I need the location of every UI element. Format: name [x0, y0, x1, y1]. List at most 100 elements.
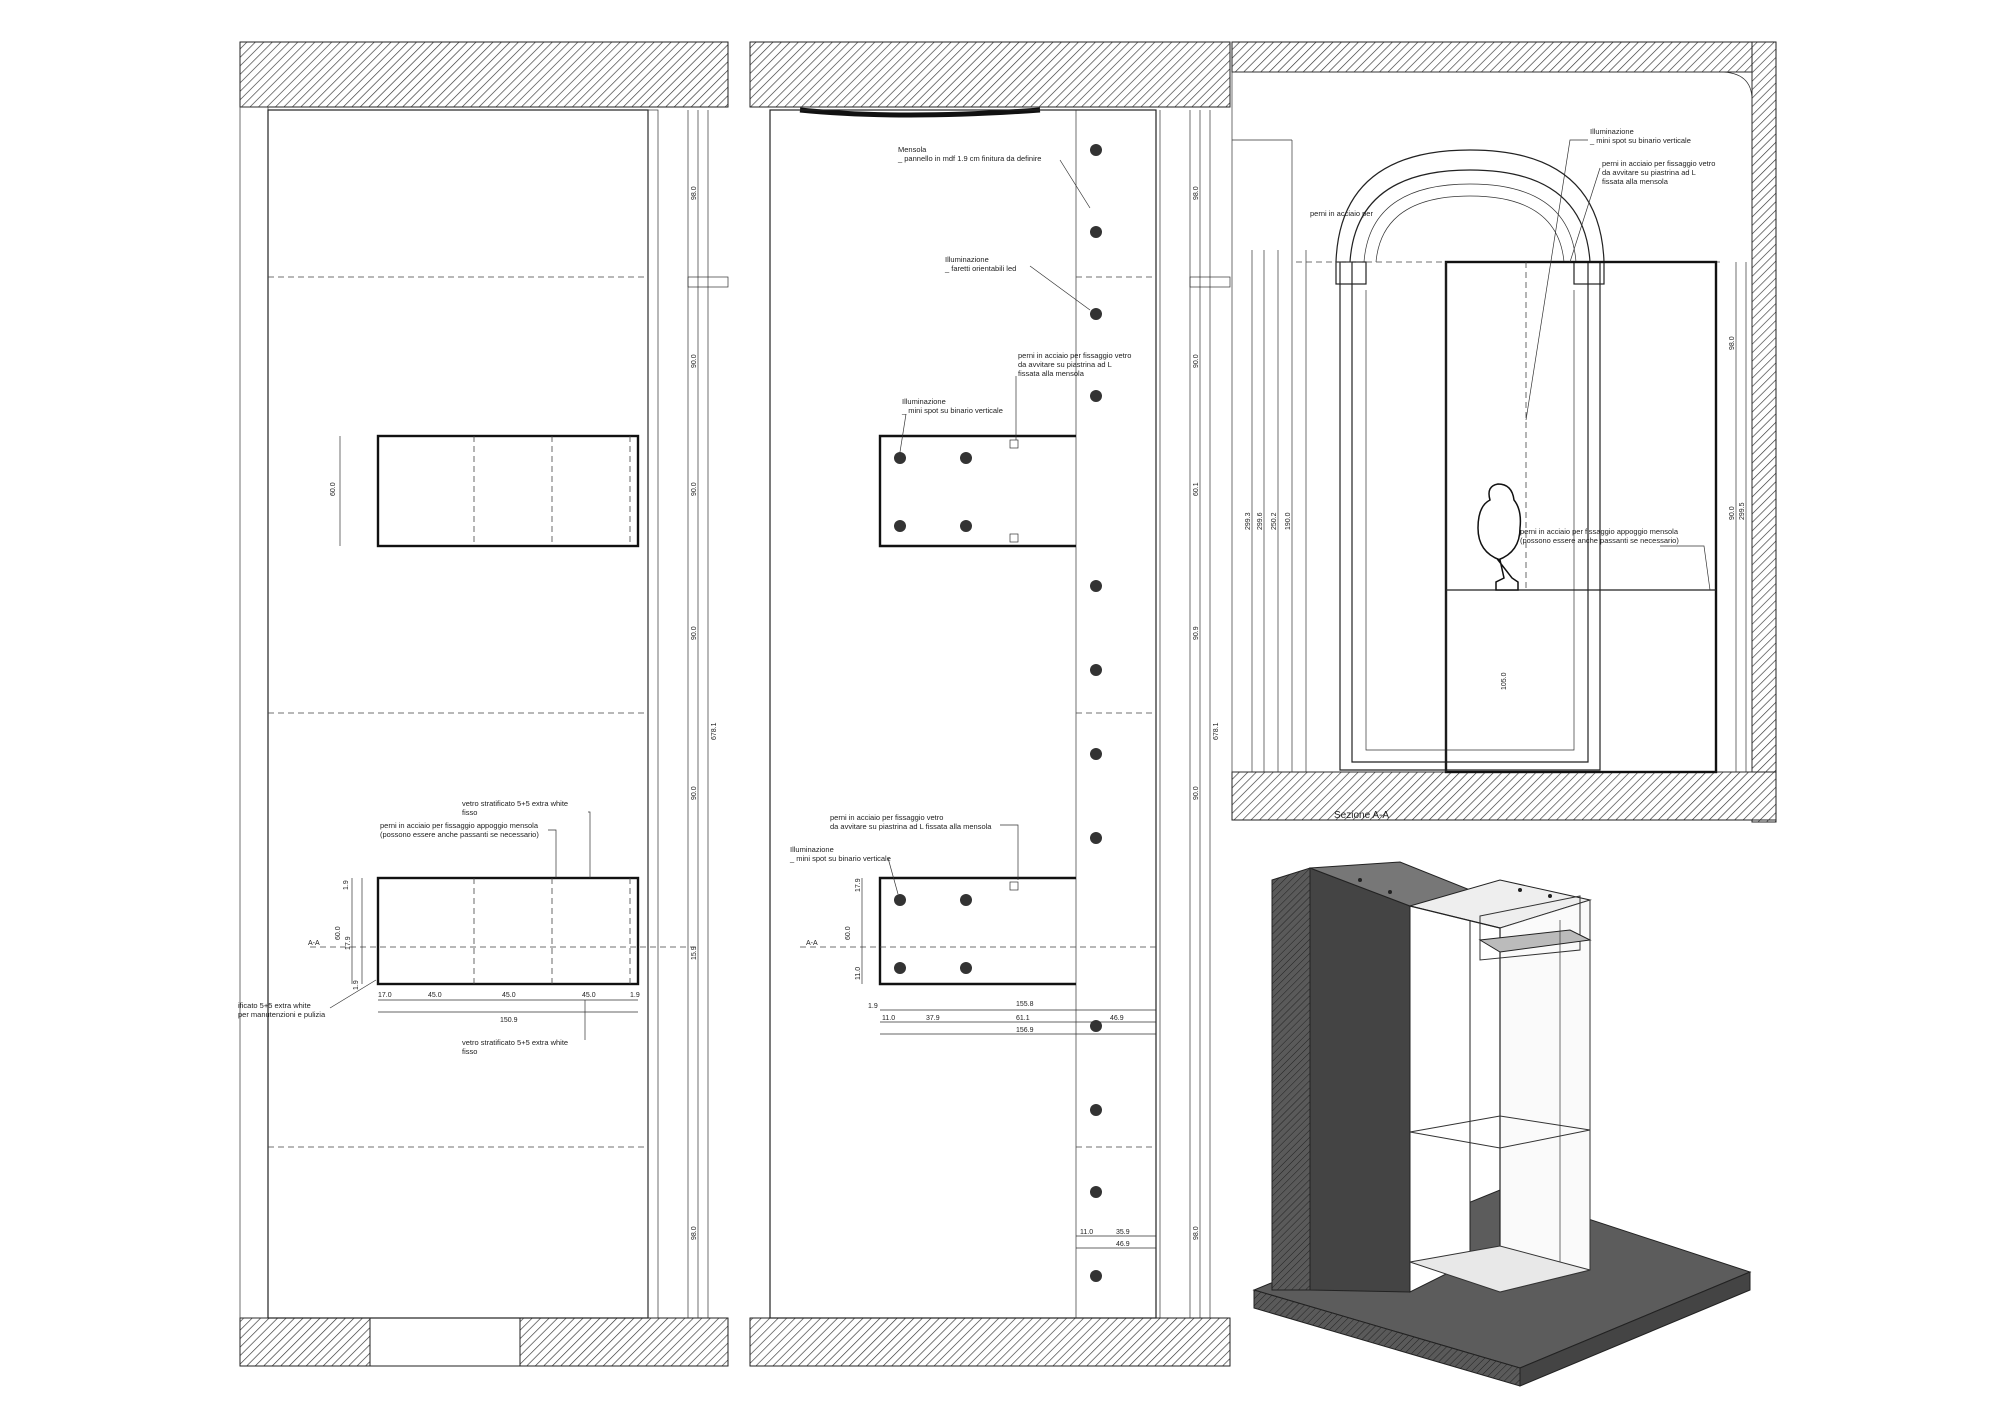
- dim-b-b: 35.9: [1116, 1229, 1130, 1236]
- note-glass-top-l1: vetro stratificato 5+5 extra white: [462, 799, 568, 808]
- note-pins-top-l3: fissata alla mensola: [1018, 369, 1085, 378]
- dim-b-c: 46.9: [1116, 1241, 1130, 1248]
- dim-r2: 90.0: [1729, 506, 1736, 520]
- note-pins-l-l3: fissata alla mensola: [1602, 177, 1669, 186]
- note-glass-bottom-l1: vetro stratificato 5+5 extra white: [462, 1038, 568, 1047]
- dim-bottom-seg: 98.0: [691, 1226, 698, 1240]
- dim-w4: 45.0: [582, 992, 596, 999]
- note-pins-bottom-l1: perni in acciaio per fissaggio vetro: [830, 813, 943, 822]
- note-glass-top-l2: fisso: [462, 808, 477, 817]
- spot-icon: [894, 452, 906, 464]
- dim-w-small: 1.9: [868, 1003, 878, 1010]
- dim-w156: 156.9: [1016, 1027, 1034, 1034]
- arched-niche: [1335, 149, 1605, 771]
- dim-w3: 45.0: [502, 992, 516, 999]
- dim-box-height-upper: 60.0: [330, 482, 337, 496]
- spot-icon: [1090, 748, 1102, 760]
- section-mark-left: A-A: [308, 940, 320, 947]
- dim-top-seg: 98.0: [1193, 186, 1200, 200]
- spot-icon: [1090, 1186, 1102, 1198]
- dim-w-a: 11.0: [882, 1015, 895, 1022]
- dim-h1: 299.3: [1245, 512, 1252, 530]
- dim-side: 15.9: [691, 946, 698, 960]
- spot-icon: [894, 520, 906, 532]
- dim-box-a: 17.9: [855, 878, 862, 892]
- dim-r1: 98.0: [1729, 336, 1736, 350]
- wall-edge: [1271, 867, 1311, 1291]
- note-shelf-l1: Mensola: [898, 145, 927, 154]
- door-opening: [369, 1317, 521, 1367]
- ceiling-slab: [1231, 41, 1777, 73]
- dim-w1: 17.0: [378, 992, 392, 999]
- note-light-spot-bottom-l2: _ mini spot su binario verticale: [789, 854, 891, 863]
- note-pins-shelf-l1: perni in acciaio per fissaggio appoggio …: [1520, 527, 1679, 536]
- spot-icon: [960, 894, 972, 906]
- dim-h4: 190.0: [1285, 512, 1292, 530]
- glass-box-3d: [1408, 879, 1592, 1293]
- spot-icon: [1090, 664, 1102, 676]
- spot-icon: [894, 894, 906, 906]
- spot-icon: [1090, 1104, 1102, 1116]
- dim-w155: 155.8: [1016, 1001, 1034, 1008]
- dim-bottom-seg: 98.0: [1193, 1226, 1200, 1240]
- dim-b-a: 11.0: [1080, 1229, 1093, 1236]
- dim-r3: 299.5: [1739, 502, 1746, 520]
- spot-icon: [1090, 308, 1102, 320]
- note-light-l1: Illuminazione: [1590, 127, 1634, 136]
- spot-icon: [1090, 390, 1102, 402]
- floor-slab: [749, 1317, 1231, 1367]
- dim-box-height: 60.0: [335, 926, 342, 940]
- spot-icon: [1090, 1020, 1102, 1032]
- lower-display-box: [376, 876, 640, 986]
- note-light-led: Illuminazione_ faretti orientabili led: [944, 255, 1016, 273]
- dim-shelf-b: 17.9: [345, 936, 352, 950]
- dim-seg2: 90.0: [691, 354, 698, 368]
- dim-total-height: 678.1: [1213, 722, 1220, 740]
- note-light-led-l1: Illuminazione: [945, 255, 989, 264]
- note-shelf-l2: _ pannello in mdf 1.9 cm finitura da def…: [897, 154, 1041, 163]
- spot-icon: [960, 962, 972, 974]
- note-pins: perni in acciaio per fissaggio appoggio …: [380, 821, 539, 839]
- spot-icon: [894, 962, 906, 974]
- section-mark-middle: A-A: [806, 940, 818, 947]
- wall-panel: [267, 109, 649, 1319]
- dim-w-c: 61.1: [1016, 1015, 1030, 1022]
- bust-silhouette: [1477, 483, 1522, 591]
- dim-total-height: 678.1: [711, 722, 718, 740]
- spot-icon: [960, 452, 972, 464]
- note-pins-bottom-l2: da avvitare su piastrina ad L fissata al…: [830, 822, 992, 831]
- note-light-spot-bottom: Illuminazione_ mini spot su binario vert…: [789, 845, 891, 863]
- dim-shelf-a: 1.9: [343, 880, 350, 890]
- note-light-spot-bottom-l1: Illuminazione: [790, 845, 834, 854]
- dim-seg2: 90.0: [1193, 354, 1200, 368]
- upper-shelf-outline: [878, 434, 1076, 548]
- spot-lights: [894, 144, 1102, 1282]
- note-light-spot-top-l1: Illuminazione: [902, 397, 946, 406]
- right-wall: [1751, 41, 1777, 823]
- axonometric-view: [1252, 861, 1752, 1387]
- dim-seg4: 90.9: [1193, 626, 1200, 640]
- upper-display-box: [376, 434, 640, 548]
- floor-slab: [1231, 771, 1777, 821]
- note-shelf: Mensola_ pannello in mdf 1.9 cm finitura…: [897, 145, 1041, 163]
- note-pins-left: perni in acciaio per: [1310, 209, 1373, 218]
- dim-seg5: 90.0: [691, 786, 698, 800]
- section-panel: 299.3 299.6 250.2 190.0 98.0 90.: [1231, 41, 1777, 823]
- spot-icon: [1090, 1270, 1102, 1282]
- note-light-l2: _ mini spot su binario verticale: [1589, 136, 1691, 145]
- pin-plate-icon: [1009, 881, 1019, 891]
- elevation-panel-left: 60.0 A-A 1.9 60.0 17.9 1.9 17.0 45.0 45.…: [238, 41, 729, 1367]
- ceiling-slab: [239, 41, 729, 108]
- dim-h2: 299.6: [1257, 512, 1264, 530]
- spot-icon: [960, 520, 972, 532]
- spot-icon: [1090, 832, 1102, 844]
- lower-shelf-outline: [878, 876, 1076, 986]
- note-pins-l2: (possono essere anche passanti se necess…: [380, 830, 539, 839]
- note-pins-l1: perni in acciaio per fissaggio appoggio …: [380, 821, 539, 830]
- dim-w2: 45.0: [428, 992, 442, 999]
